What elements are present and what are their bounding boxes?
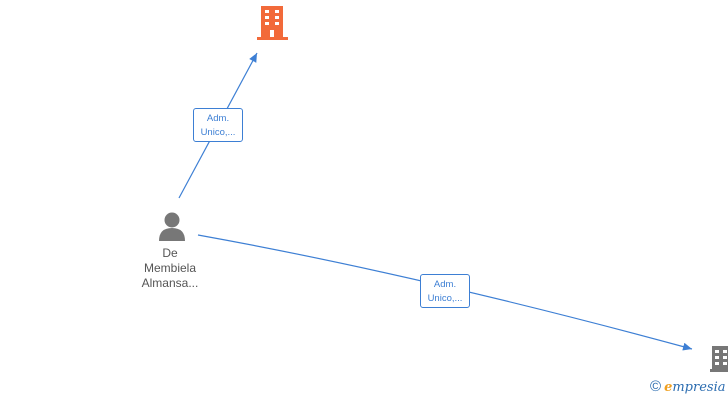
- person-name-line-3: Almansa...: [141, 276, 199, 290]
- building-icon[interactable]: [710, 344, 728, 372]
- brand-initial: e: [664, 380, 673, 395]
- edge-label-line-1: Adm.: [433, 279, 457, 290]
- person-name-line-1: De: [162, 246, 178, 260]
- edge-label-line-2: Unico,...: [427, 293, 463, 304]
- edge-label-role[interactable]: Adm. Unico,...: [193, 108, 243, 142]
- edge-label-line-1: Adm.: [206, 113, 230, 124]
- edge-label-line-2: Unico,...: [200, 127, 236, 138]
- copyright-symbol: ©: [650, 378, 662, 395]
- person-name-line-2: Membiela: [143, 261, 197, 275]
- edge-label-role[interactable]: Adm. Unico,...: [420, 274, 470, 308]
- person-name-label[interactable]: De Membiela Almansa...: [120, 246, 220, 291]
- empresia-watermark: ©empresia: [650, 378, 725, 395]
- building-icon[interactable]: [256, 4, 289, 40]
- person-icon[interactable]: [157, 211, 187, 242]
- brand-name: mpresia: [672, 380, 726, 395]
